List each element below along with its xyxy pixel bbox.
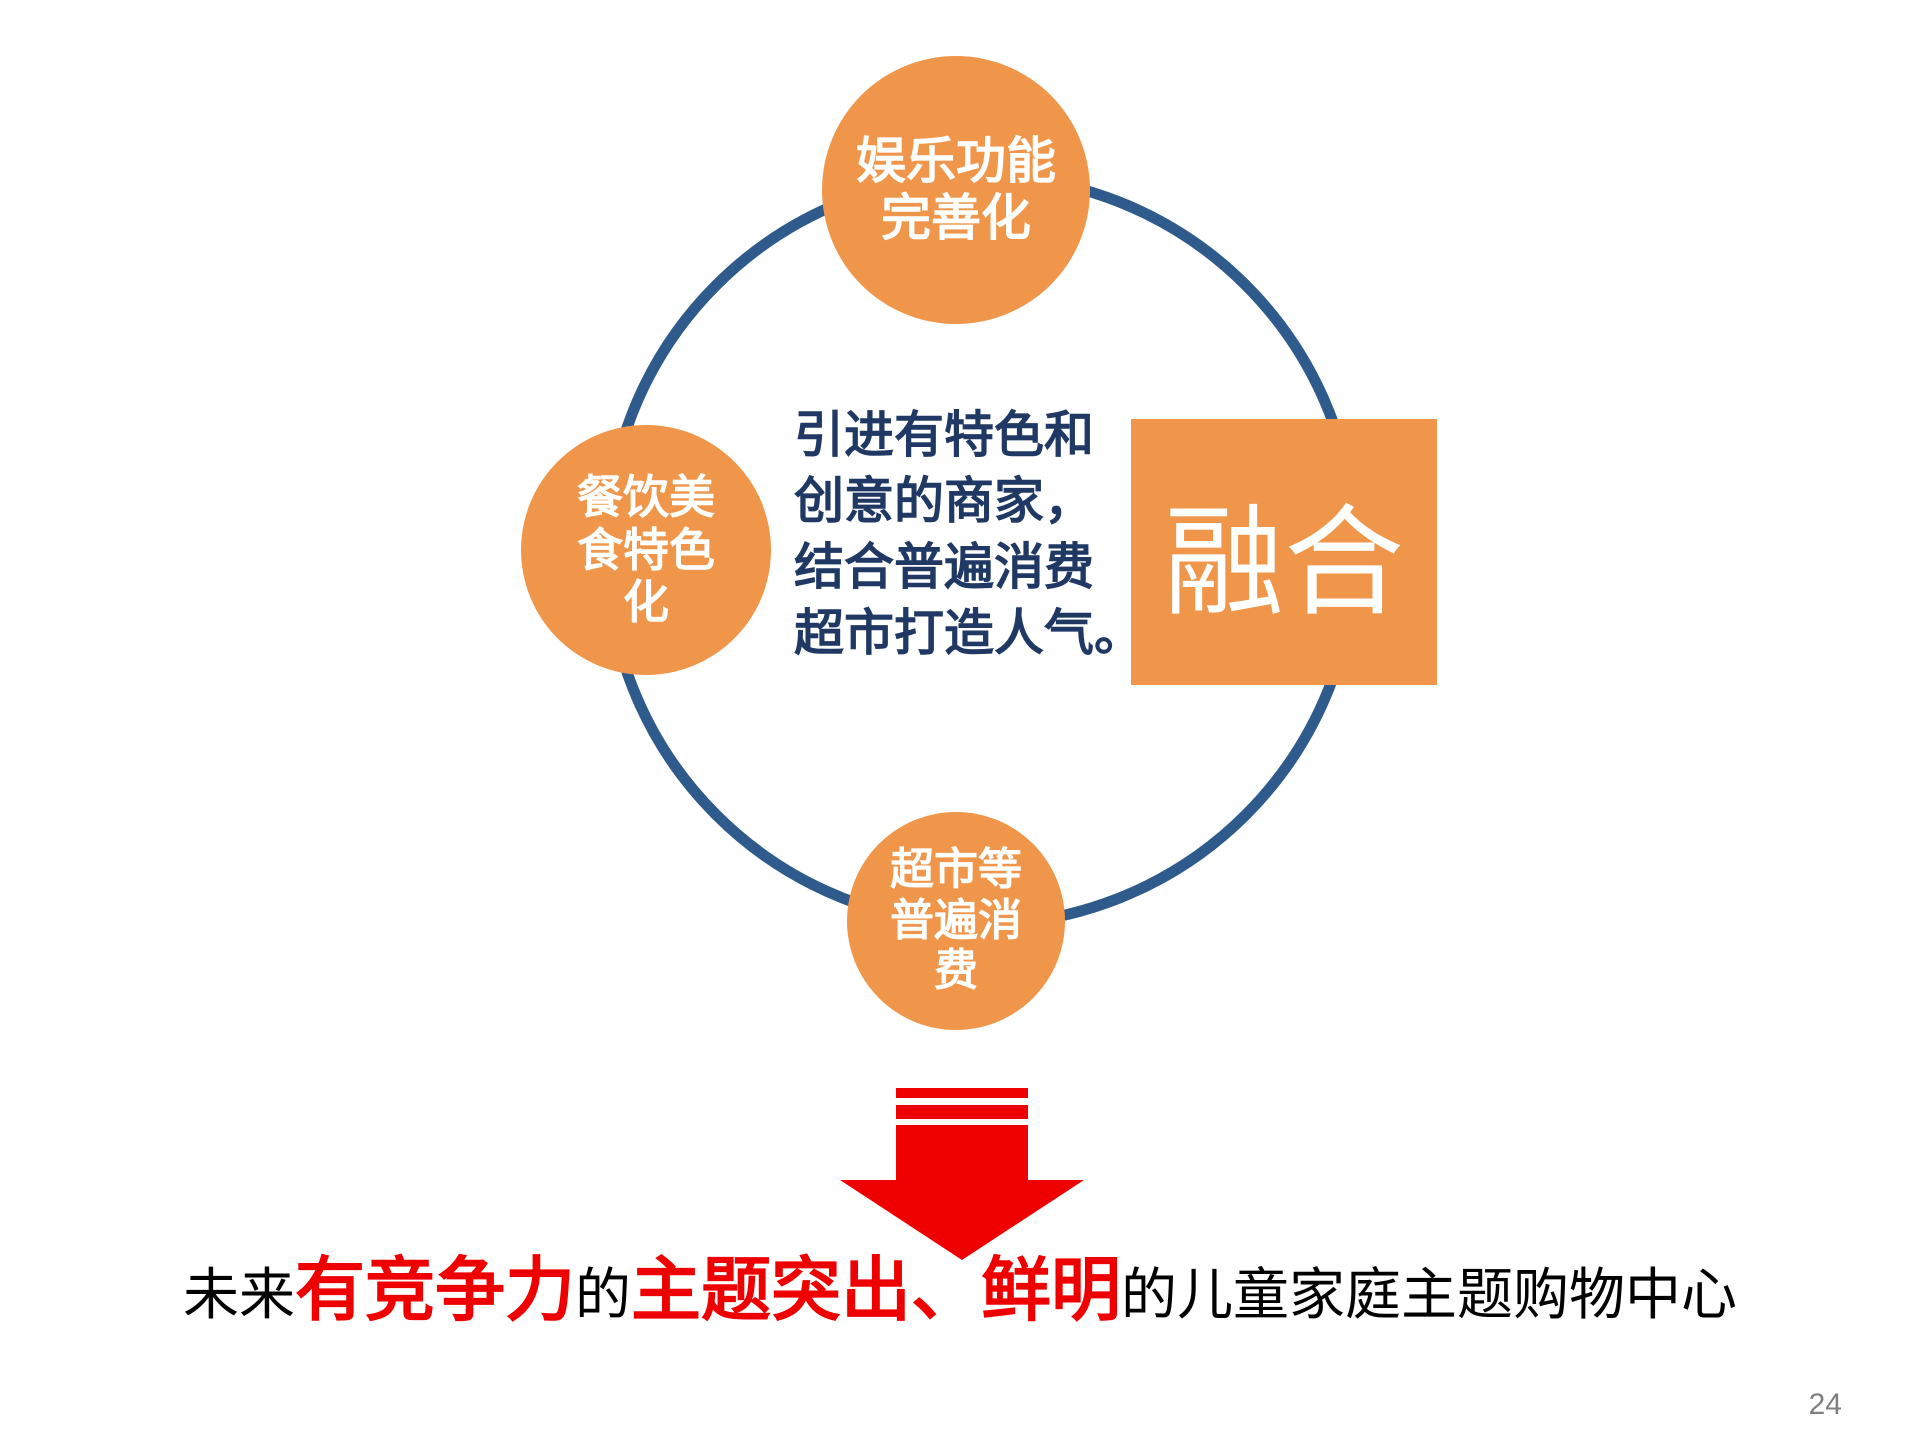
conclusion-segment-emphasis: 主题突出、 [631, 1251, 981, 1329]
conclusion-segment: 未来 [183, 1263, 295, 1326]
node-entertainment: 娱乐功能 完善化 [822, 56, 1090, 324]
center-description: 引进有特色和 创意的商家， 结合普遍消费 超市打造人气。 [794, 407, 1144, 661]
conclusion-segment-emphasis: 鲜明 [981, 1251, 1121, 1329]
node-supermarket-label: 超市等 普遍消 费 [890, 845, 1022, 996]
conclusion-segment-emphasis: 有竞争力 [295, 1251, 575, 1329]
conclusion-segment: 的 [575, 1263, 631, 1326]
page-number: 24 [1808, 1388, 1842, 1421]
conclusion-text: 未来有竞争力的主题突出、鲜明的儿童家庭主题购物中心 [0, 1252, 1920, 1329]
fusion-box: 融合 [1131, 419, 1437, 685]
down-arrow-icon [840, 1088, 1084, 1260]
node-dining: 餐饮美 食特色 化 [521, 425, 771, 675]
node-dining-label: 餐饮美 食特色 化 [577, 470, 715, 629]
node-supermarket: 超市等 普遍消 费 [847, 812, 1065, 1030]
conclusion-segment: 的儿童家庭主题购物中心 [1121, 1263, 1737, 1326]
fusion-label: 融合 [1164, 496, 1404, 630]
node-entertainment-label: 娱乐功能 完善化 [856, 132, 1056, 247]
